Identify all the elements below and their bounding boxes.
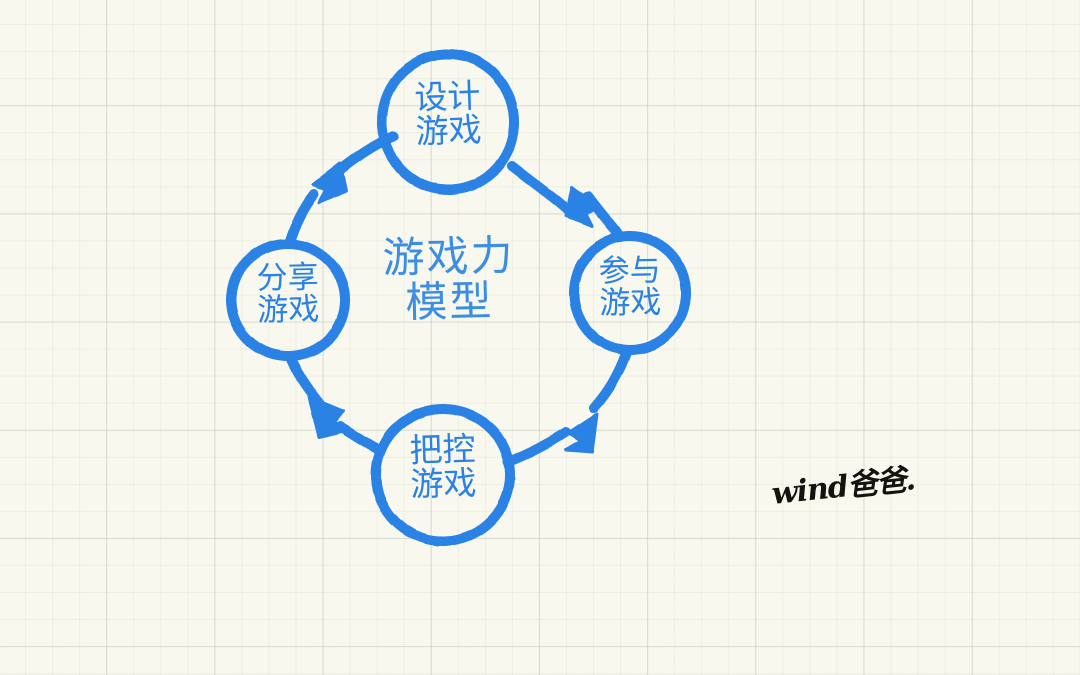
node-circle-design (376, 49, 520, 195)
arrowhead-control-to-share (307, 395, 349, 439)
node-circle-share (226, 238, 350, 362)
node-circle-control (371, 403, 515, 547)
arc-share-to-design-tail (335, 131, 399, 175)
arrowhead-share-to-design (311, 161, 348, 205)
node-circle-participate (568, 231, 692, 355)
arc-participate-to-control-tail (503, 427, 571, 467)
arc-participate-to-control (589, 346, 632, 413)
arc-design-to-participate (507, 161, 577, 219)
arc-share-to-design (284, 189, 319, 249)
arc-control-to-share-tail (285, 352, 325, 409)
arrowhead-design-to-participate (564, 185, 601, 228)
arrowhead-participate-to-control (564, 412, 599, 454)
